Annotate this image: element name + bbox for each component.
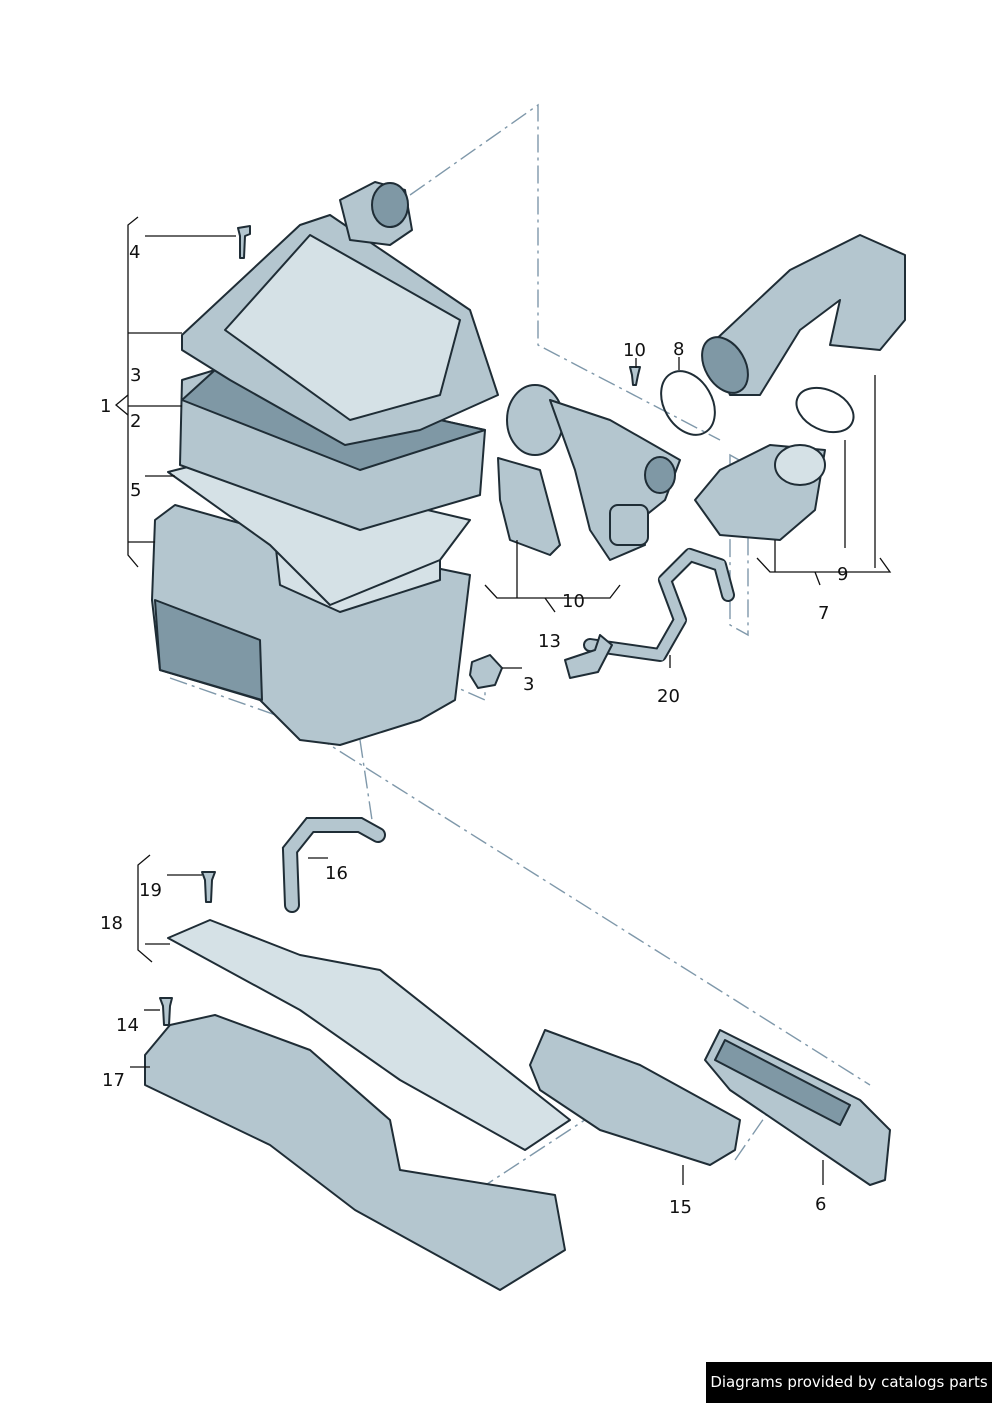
callout-6: 6 <box>815 1194 826 1215</box>
clamp-part-9 <box>795 386 855 434</box>
hose-part-20-inner <box>585 549 733 661</box>
bolt-part-19 <box>201 871 216 903</box>
hose-part-16-inner <box>283 819 384 911</box>
bolt-part-4 <box>237 225 251 259</box>
screw-part-10 <box>629 366 641 386</box>
callout-18: 18 <box>100 913 123 934</box>
callout-10-screw: 10 <box>623 340 646 361</box>
callout-3: 3 <box>130 365 141 386</box>
callout-5: 5 <box>130 480 141 501</box>
callout-8: 8 <box>673 339 684 360</box>
callout-4: 4 <box>129 242 140 263</box>
callout-9: 9 <box>837 564 848 585</box>
callout-2: 2 <box>130 411 141 432</box>
callout-14: 14 <box>116 1015 139 1036</box>
callout-17: 17 <box>102 1070 125 1091</box>
callout-15: 15 <box>669 1197 692 1218</box>
callout-1: 1 <box>100 396 111 417</box>
callout-labels: 4 3 1 2 5 10 8 10 9 7 13 3 20 16 19 18 1… <box>100 242 848 1218</box>
clamp-part-8 <box>660 370 716 436</box>
leader-lines <box>114 216 892 1185</box>
callout-16: 16 <box>325 863 348 884</box>
grommet-part-3 <box>469 654 503 689</box>
callout-19: 19 <box>139 880 162 901</box>
callout-13: 13 <box>538 631 561 652</box>
air-duct-part-17 <box>144 1014 566 1291</box>
bolt-part-14 <box>159 997 173 1026</box>
air-duct-part-15 <box>529 1029 741 1166</box>
air-inlet-opening <box>714 1039 851 1126</box>
intake-hose-part-7 <box>694 234 906 541</box>
duct-cover-part-18 <box>167 919 571 1151</box>
callout-20: 20 <box>657 686 680 707</box>
callout-10-throttle: 10 <box>562 591 585 612</box>
connector-part-13 <box>564 634 613 679</box>
callout-3-grommet: 3 <box>523 674 534 695</box>
hose-part-20 <box>583 548 735 662</box>
air-filter-cover-part-3 <box>181 181 499 446</box>
throttle-body-part-10 <box>497 384 681 561</box>
credit-banner: Diagrams provided by catalogs parts <box>706 1362 992 1403</box>
callout-7: 7 <box>818 603 829 624</box>
